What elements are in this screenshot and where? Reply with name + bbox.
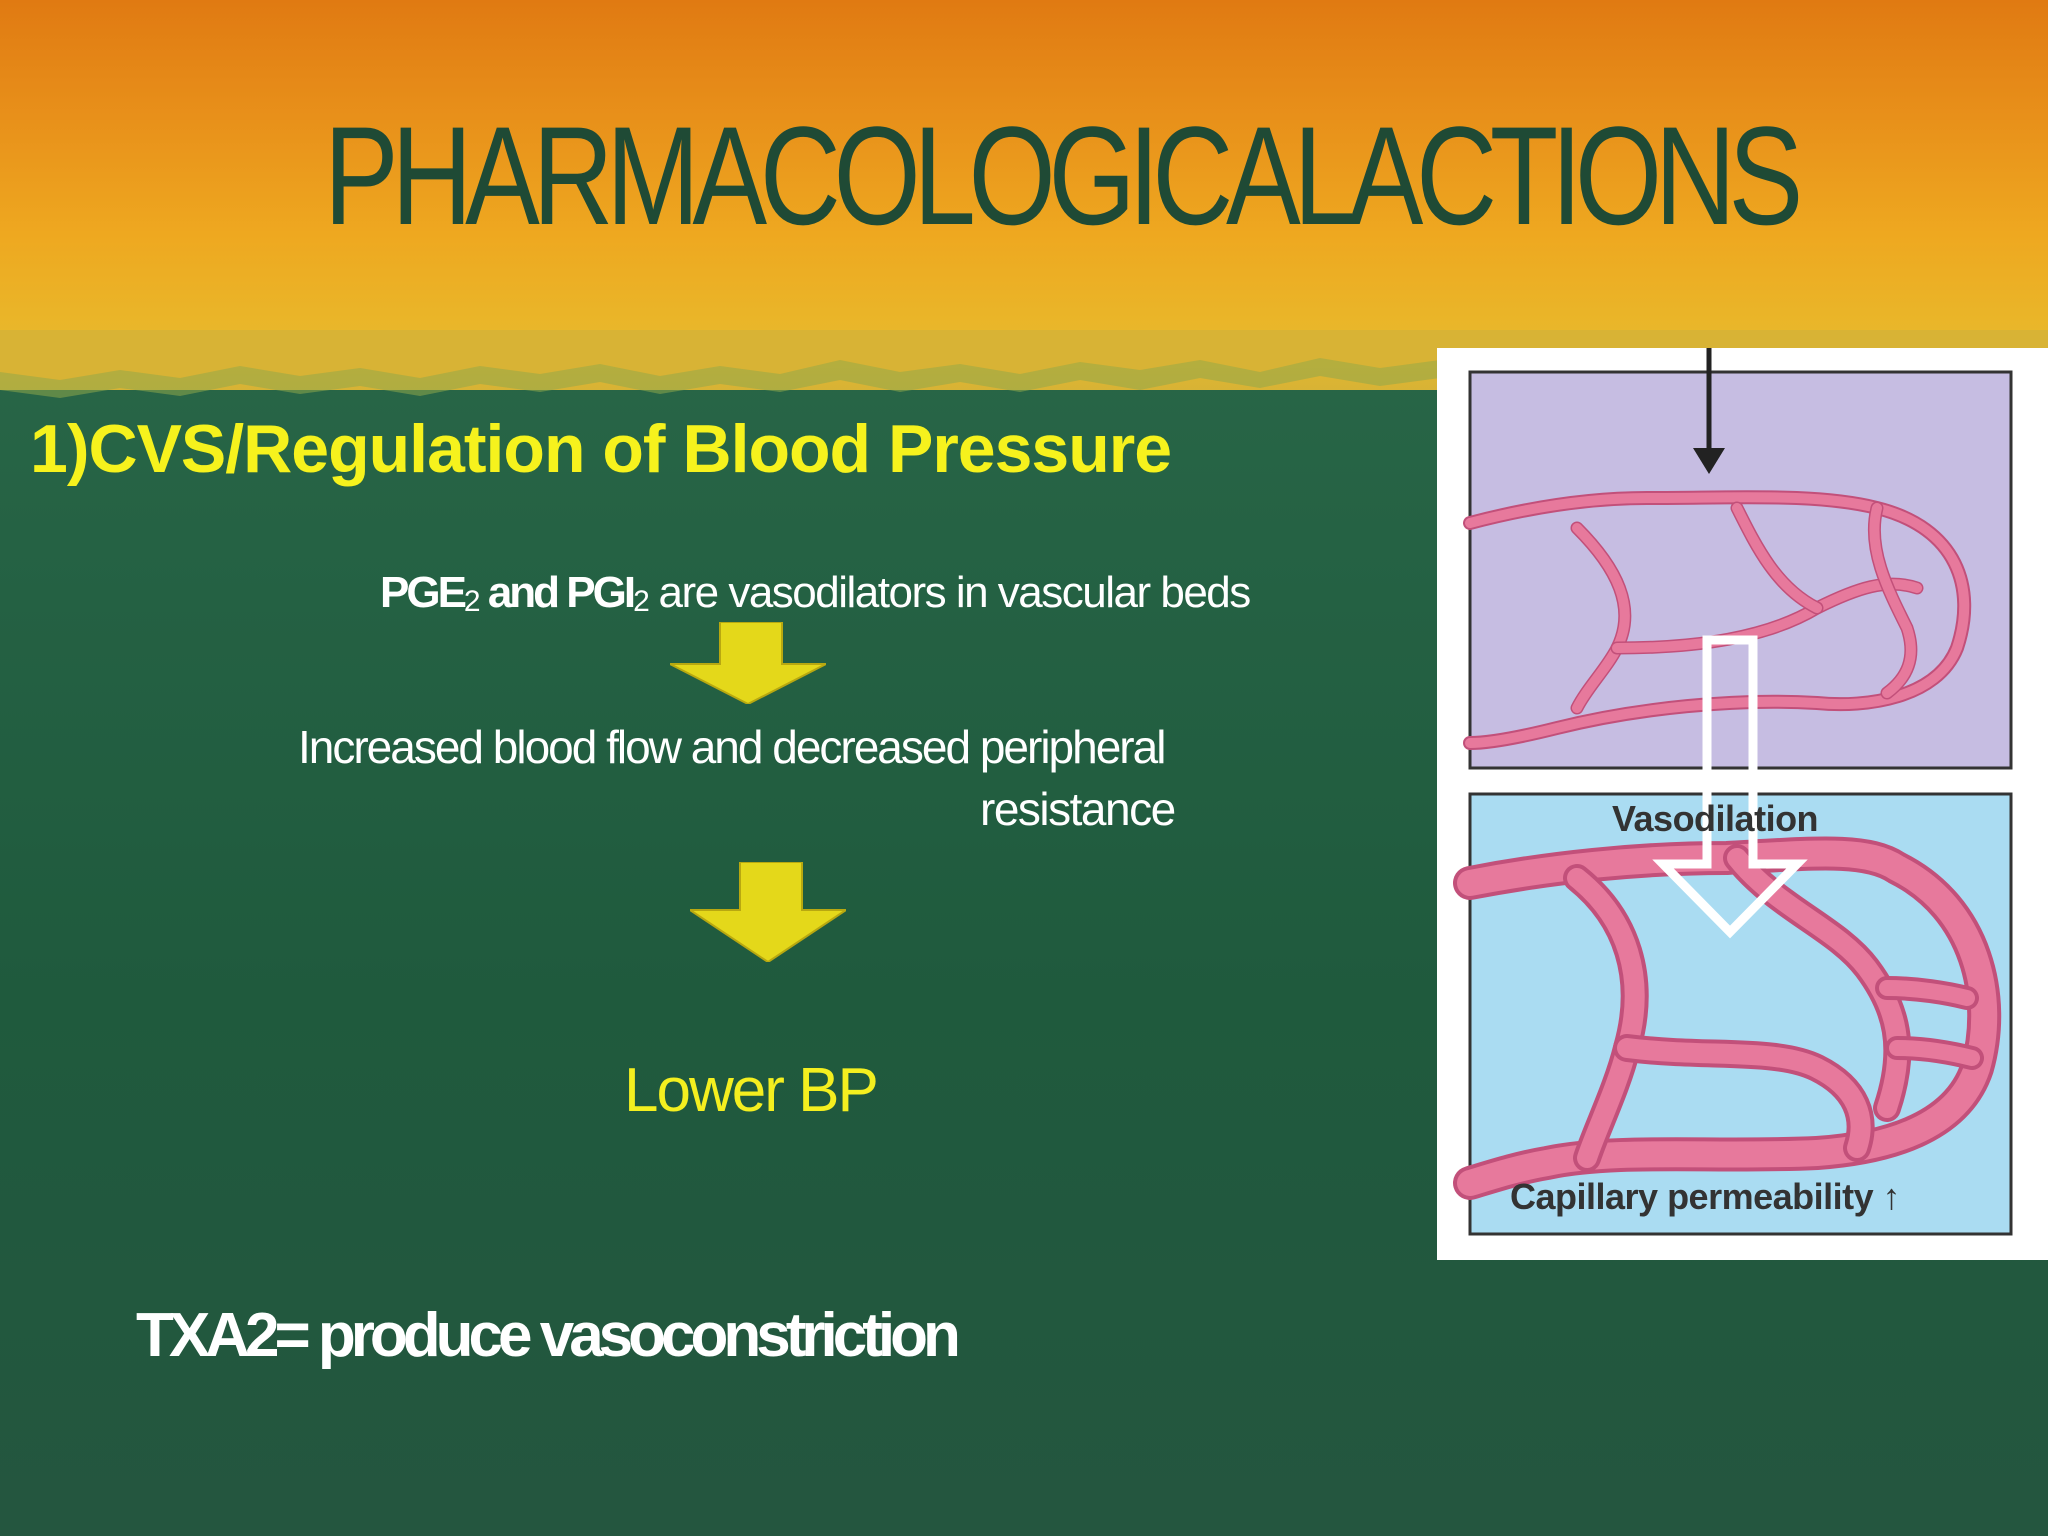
pge-label: PGE: [380, 568, 467, 617]
pgi-label: and PGI: [478, 568, 636, 617]
pgi-subscript: 2: [633, 585, 650, 618]
blood-flow-statement: Increased blood flow and decreased perip…: [298, 721, 1166, 773]
slide-title: PHARMACOLOGICALACTIONS: [323, 97, 1803, 254]
section-heading: 1)CVS/Regulation of Blood Pressure: [30, 411, 1172, 487]
txa2-statement: TXA2= produce vasoconstriction: [136, 1301, 961, 1370]
resistance-text: resistance: [980, 783, 1176, 835]
vasodilation-diagram: Vasodilation Capillary permeability ↑: [1437, 348, 2048, 1260]
torn-edge-decoration: [0, 330, 2048, 398]
vasodilation-illustration: [1453, 348, 2013, 1236]
capillary-permeability-text: Capillary permeability: [1510, 1176, 1874, 1217]
vasodilators-rest: are vasodilators in vascular beds: [647, 568, 1252, 617]
down-arrow-icon: [670, 622, 826, 704]
lower-bp-text: Lower BP: [624, 1056, 879, 1125]
vasodilators-statement: PGE2 and PGI2 are vasodilators in vascul…: [380, 568, 1252, 619]
header-band: [0, 0, 2048, 390]
capillary-permeability-label: Capillary permeability ↑: [1510, 1176, 1901, 1218]
down-arrow-icon: [690, 862, 846, 962]
pge-subscript: 2: [463, 585, 481, 618]
increase-arrow-icon: ↑: [1882, 1176, 1901, 1217]
vasodilation-label: Vasodilation: [1612, 798, 1819, 839]
